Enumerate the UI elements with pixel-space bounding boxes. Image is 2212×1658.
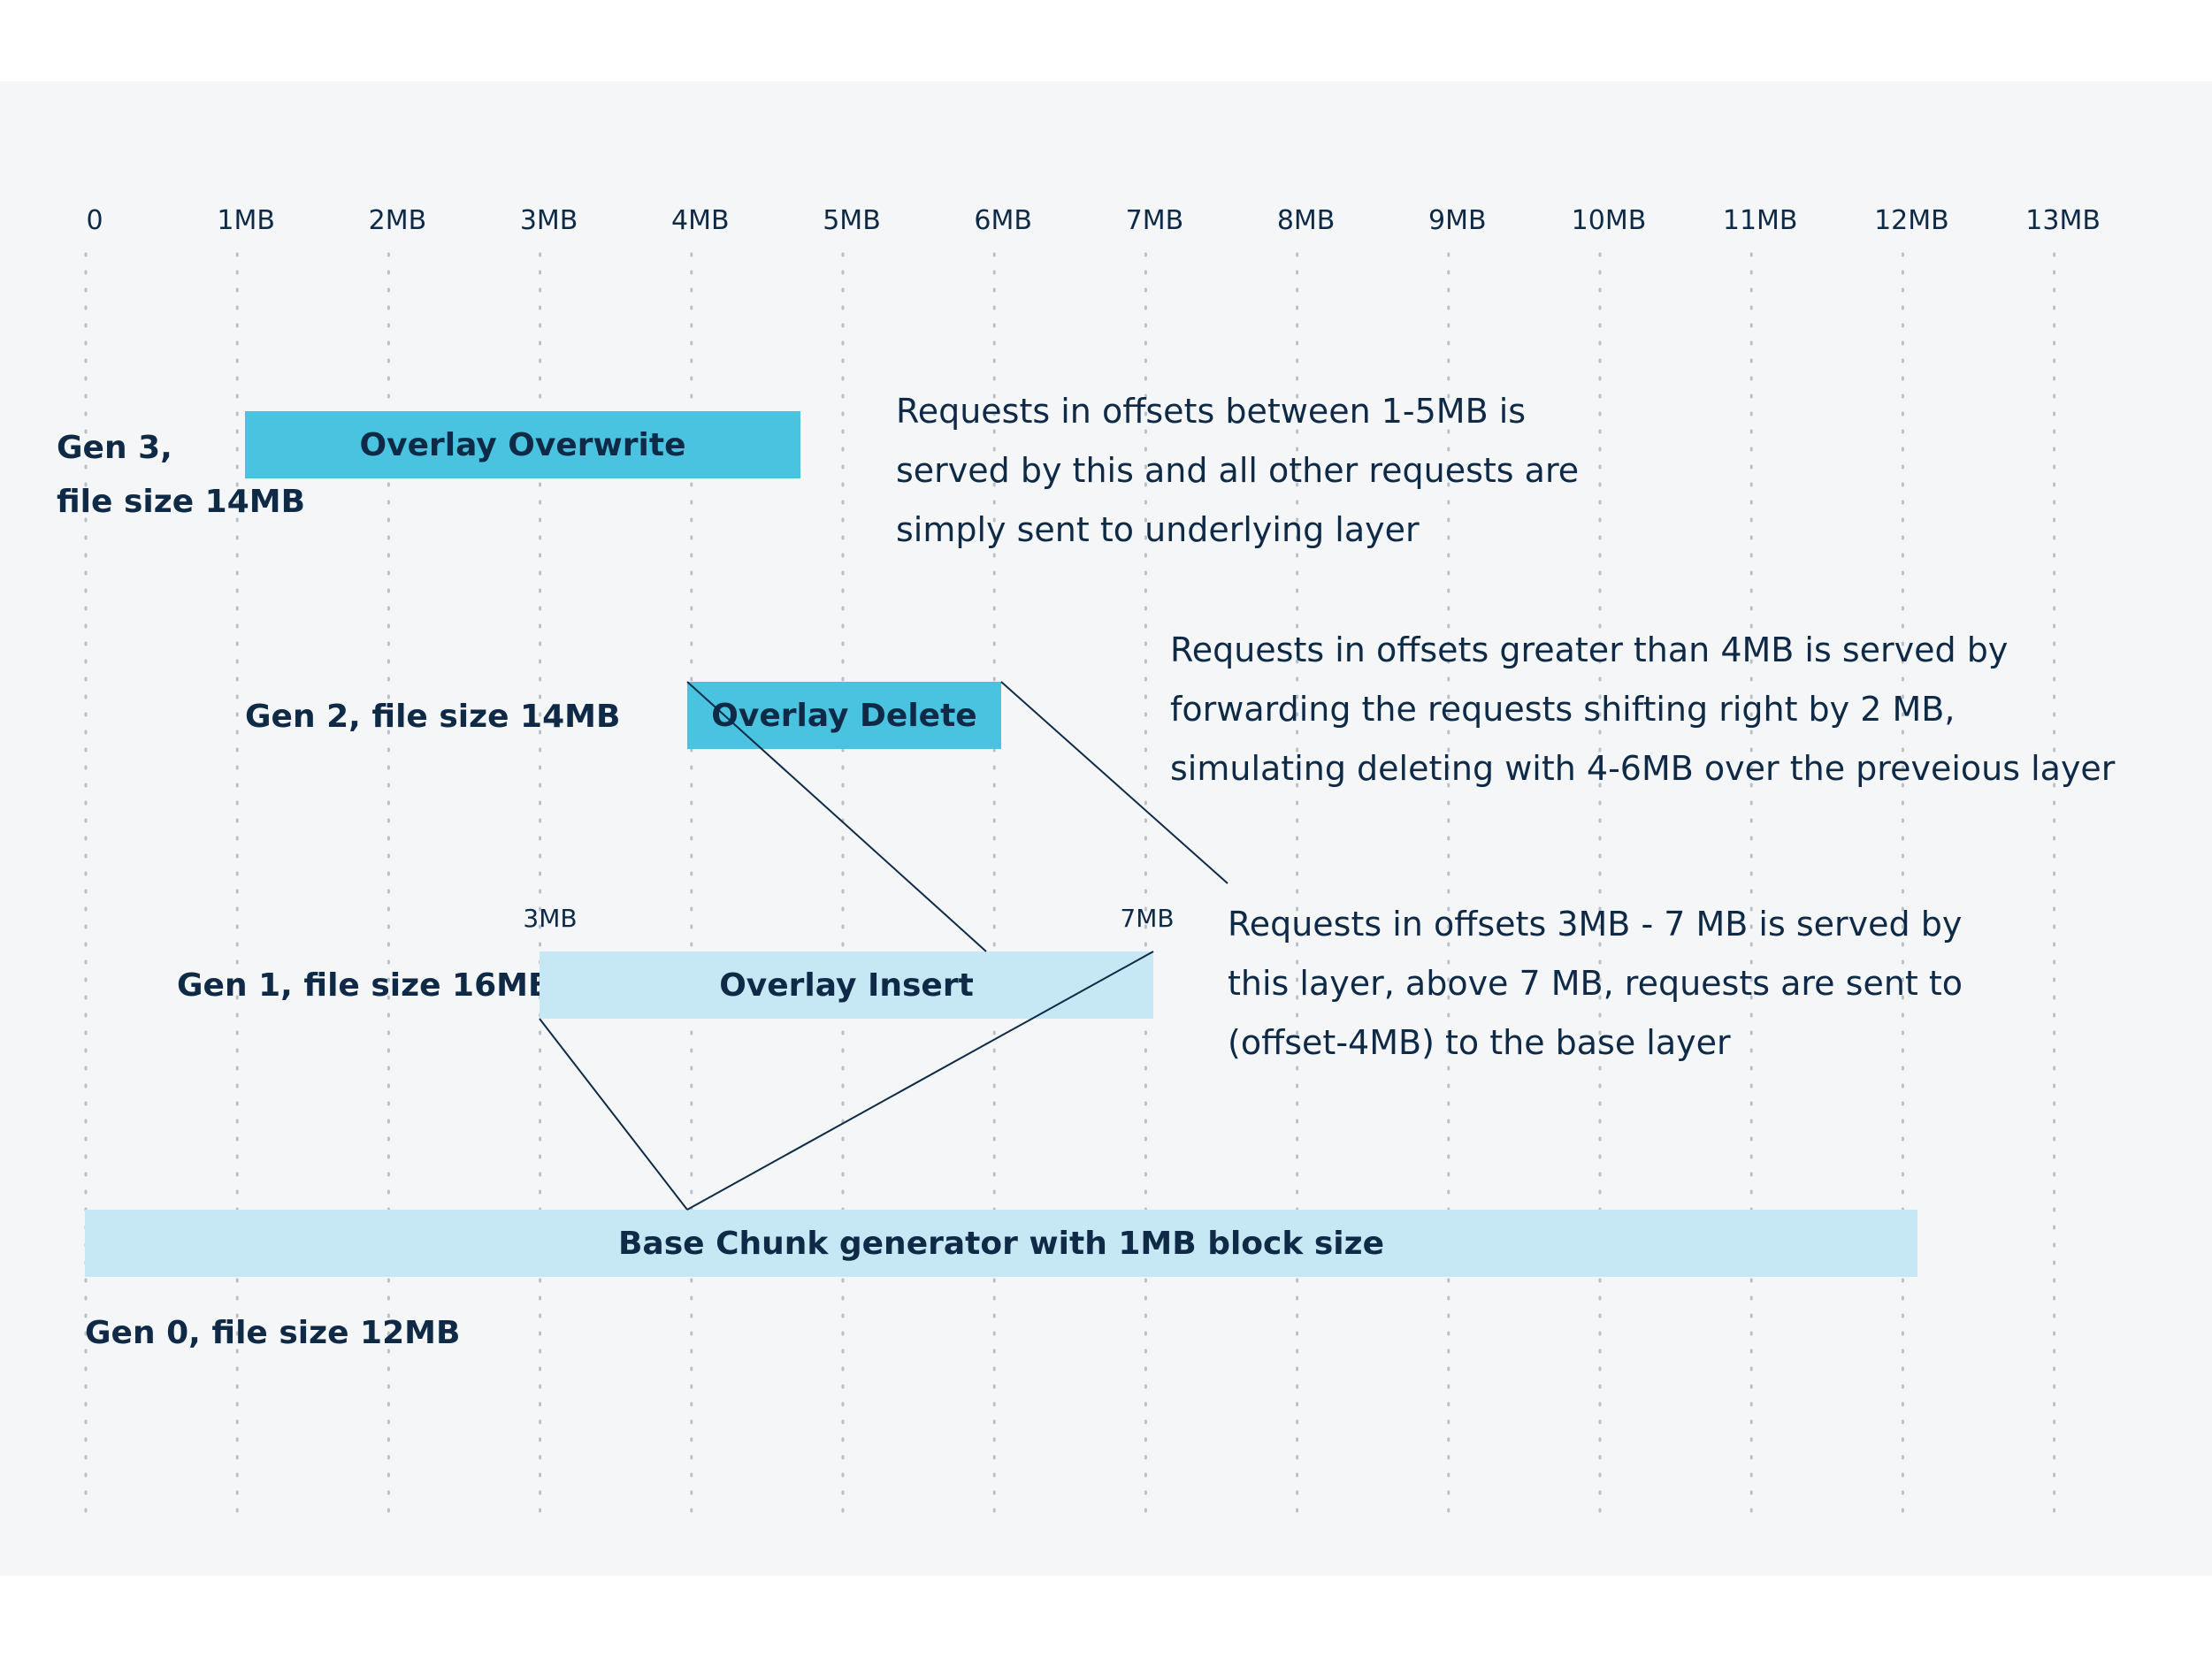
axis-tick-label: 1MB bbox=[217, 205, 275, 236]
axis-tick-label: 2MB bbox=[368, 205, 427, 236]
gen2-note: Requests in offsets greater than 4MB is … bbox=[1170, 630, 2116, 788]
axis-tick-label: 7MB bbox=[1125, 205, 1184, 236]
axis-tick-label: 10MB bbox=[1571, 205, 1647, 236]
diagram-canvas: 0 1MB 2MB 3MB 4MB 5MB 6MB 7MB 8MB 9MB 10MB 11MB 12MB… bbox=[0, 81, 2212, 1576]
gen3-note: Requests in offsets between 1-5MB is ser… bbox=[896, 392, 1580, 549]
overlay-overwrite-bar: Overlay Overwrite bbox=[245, 411, 800, 478]
gen3-label: Gen 3, file size 14MB bbox=[57, 421, 305, 529]
axis-tick-label: 5MB bbox=[823, 205, 881, 236]
gen0-label: Gen 0, file size 12MB bbox=[85, 1315, 461, 1351]
gen1-label: Gen 1, file size 16MB bbox=[177, 967, 553, 1004]
axis-tick-label: 11MB bbox=[1722, 205, 1798, 236]
axis-tick-label: 6MB bbox=[974, 205, 1032, 236]
gen1-end-marker: 7MB bbox=[1120, 904, 1175, 933]
delete-to-insert-line-left bbox=[686, 681, 987, 952]
gen1-note: Requests in offsets 3MB - 7 MB is served… bbox=[1228, 905, 1963, 1062]
gen3-label-line1: Gen 3, bbox=[57, 430, 172, 466]
insert-end-to-base-line bbox=[686, 951, 1154, 1211]
axis-tick-label: 8MB bbox=[1276, 205, 1336, 236]
gen2-label: Gen 2, file size 14MB bbox=[245, 699, 621, 735]
axis-tick-label: 4MB bbox=[671, 205, 730, 236]
axis-tick-label: 3MB bbox=[519, 205, 578, 236]
axis-tick-label: 12MB bbox=[1874, 205, 1949, 236]
base-chunk-generator-bar: Base Chunk generator with 1MB block size bbox=[85, 1210, 1917, 1277]
gen3-label-line2: file size 14MB bbox=[57, 484, 306, 520]
overlay-delete-bar: Overlay Delete bbox=[687, 682, 1001, 749]
gen1-start-marker: 3MB bbox=[523, 904, 578, 933]
axis-tick-label: 13MB bbox=[2025, 205, 2101, 236]
insert-start-to-base-line bbox=[539, 1018, 688, 1211]
axis-tick-label: 0 bbox=[86, 205, 103, 236]
delete-to-note-line bbox=[1000, 681, 1228, 884]
axis-tick-label: 9MB bbox=[1428, 205, 1487, 236]
mapping-lines bbox=[539, 681, 1228, 1211]
